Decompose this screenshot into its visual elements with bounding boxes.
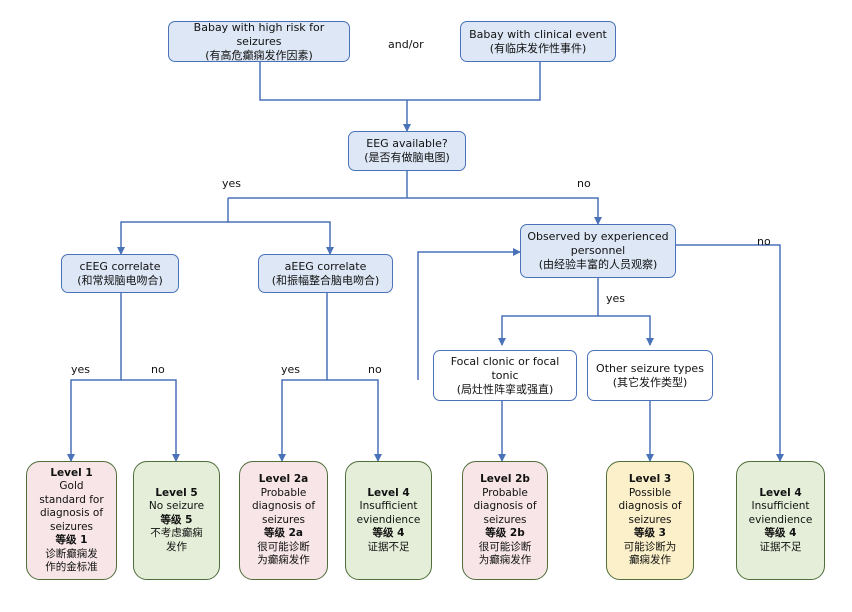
eeg-available-zh: (是否有做脑电图) xyxy=(364,151,450,164)
level-line: 等级 5 xyxy=(160,513,193,526)
focal-clonic-en: Focal clonic or focal tonic xyxy=(450,354,560,382)
eeg-no-label: no xyxy=(577,177,591,190)
level-line: 发作 xyxy=(166,540,187,553)
level-line: diagnosis of xyxy=(473,500,537,513)
ceeg-no-label: no xyxy=(151,363,165,376)
ceeg-correlate-zh: (和常规脑电吻合) xyxy=(77,273,163,287)
level-line: seizures xyxy=(49,520,94,533)
clinical-event-box: Babay with clinical event (有临床发作性事件) xyxy=(460,21,616,62)
clinical-event-zh: (有临床发作性事件) xyxy=(489,41,587,55)
aeeg-correlate-en: aEEG correlate xyxy=(284,259,367,273)
focal-clonic-box: Focal clonic or focal tonic (局灶性阵挛或强直) xyxy=(433,350,577,401)
level-line: 癫痫发作 xyxy=(629,554,671,567)
aeeg-no-label: no xyxy=(368,363,382,376)
high-risk-en: Babay with high risk for seizures xyxy=(193,20,325,48)
level-line: diagnosis of xyxy=(618,500,682,513)
level-line: Level 2b xyxy=(480,473,530,486)
level-line: Gold xyxy=(59,480,84,492)
level-line: Level 5 xyxy=(155,486,198,499)
observed-box: Observed by experienced personnel (由经验丰富… xyxy=(520,224,676,278)
level-line: No seizure xyxy=(148,500,205,513)
level-line: 为癫痫发作 xyxy=(478,554,532,567)
other-seizure-zh: (其它发作类型) xyxy=(612,375,688,389)
level-line: 等级 2a xyxy=(263,527,304,540)
eeg-available-box: EEG available? (是否有做脑电图) xyxy=(348,131,466,171)
level-line: Level 3 xyxy=(628,473,672,486)
aeeg-correlate-box: aEEG correlate (和振幅整合脑电吻合) xyxy=(258,254,393,293)
other-seizure-en: Other seizure types xyxy=(596,361,704,375)
ceeg-correlate-box: cEEG correlate (和常规脑电吻合) xyxy=(61,254,179,293)
level-line: 为癫痫发作 xyxy=(257,554,310,567)
level-line: seizures xyxy=(261,513,306,526)
level-line: Level 2a xyxy=(258,473,309,486)
aeeg-yes-label: yes xyxy=(281,363,301,376)
observed-en-line1: Observed by experienced xyxy=(527,230,669,243)
observed-en-line2: personnel xyxy=(570,244,626,257)
level-line: Possible xyxy=(628,486,672,499)
ceeg-yes-label: yes xyxy=(71,363,91,376)
level-line: Probable xyxy=(482,486,528,499)
high-risk-box: Babay with high risk for seizures (有高危癫痫… xyxy=(168,21,350,62)
level-line: Level 4 xyxy=(759,486,802,499)
other-seizure-box: Other seizure types (其它发作类型) xyxy=(587,350,713,401)
level-line: Insufficient xyxy=(359,500,418,513)
level-line: 可能诊断为 xyxy=(623,540,677,553)
level-line: 证据不足 xyxy=(367,540,410,553)
clinical-event-en: Babay with clinical event xyxy=(469,27,607,41)
eeg-available-en: EEG available? xyxy=(366,137,448,150)
observed-yes-label: yes xyxy=(606,292,626,305)
level-line: 作的金标准 xyxy=(45,561,98,573)
level-line: seizures xyxy=(483,513,527,526)
level-line: Probable xyxy=(260,486,307,499)
level-line: 不考虑癫痫 xyxy=(150,527,203,540)
level-line: 等级 3 xyxy=(634,527,666,540)
high-risk-zh: (有高危癫痫发作因素) xyxy=(205,48,313,62)
level-line: diagnosis of xyxy=(251,500,316,513)
observed-no-label: no xyxy=(757,235,771,248)
level-line: 很可能诊断 xyxy=(478,540,532,553)
level-line: seizures xyxy=(628,513,672,526)
eeg-yes-label: yes xyxy=(222,177,242,190)
level-line: standard for xyxy=(39,493,104,506)
level-line: eviendience xyxy=(748,513,813,526)
focal-clonic-zh: (局灶性阵挛或强直) xyxy=(456,382,554,396)
level-line: 诊断癫痫发 xyxy=(45,547,98,560)
level-line: 等级 4 xyxy=(372,527,405,540)
level-line: 等级 2b xyxy=(485,527,525,540)
ceeg-correlate-en: cEEG correlate xyxy=(79,259,161,273)
and-or-label: and/or xyxy=(388,38,424,51)
level-line: 等级 1 xyxy=(55,534,88,546)
level-line: 证据不足 xyxy=(759,540,802,553)
observed-zh: (由经验丰富的人员观察) xyxy=(538,258,658,271)
level-line: diagnosis of xyxy=(39,507,104,519)
level-line: Level 4 xyxy=(367,486,410,499)
level-line: 很可能诊断 xyxy=(257,540,310,553)
aeeg-correlate-zh: (和振幅整合脑电吻合) xyxy=(271,273,380,287)
level-line: Insufficient xyxy=(751,500,810,513)
level-line: 等级 4 xyxy=(764,527,797,540)
level-line: eviendience xyxy=(356,513,421,526)
level-line: Level 1 xyxy=(50,466,93,479)
